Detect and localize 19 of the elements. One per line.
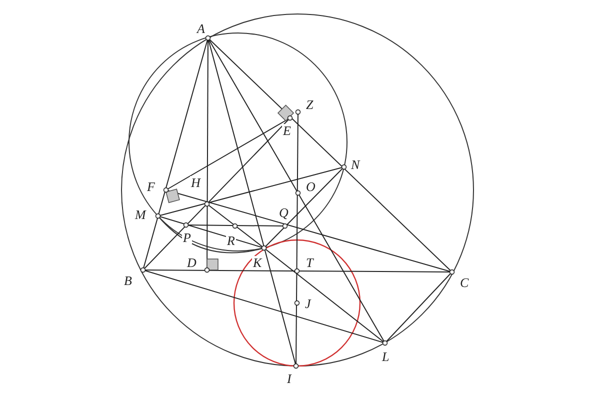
point-label: Z [305,98,314,111]
point-label: K [252,256,263,269]
point-label: C [459,276,470,289]
point-label: E [282,124,292,137]
point-label: O [305,180,316,193]
point-label: R [226,234,236,247]
point-label: Q [278,206,290,219]
point-label: D [186,256,198,269]
point-label: B [123,274,133,287]
point-label: M [134,208,147,221]
point-label: A [196,22,206,35]
point-label: J [304,297,312,310]
point-label: H [190,176,202,189]
point-label: P [182,231,192,244]
point-label: T [305,256,314,269]
point-label: L [381,350,390,363]
point-label: F [146,180,156,193]
point-label: N [350,158,361,171]
point-label: I [286,372,292,385]
